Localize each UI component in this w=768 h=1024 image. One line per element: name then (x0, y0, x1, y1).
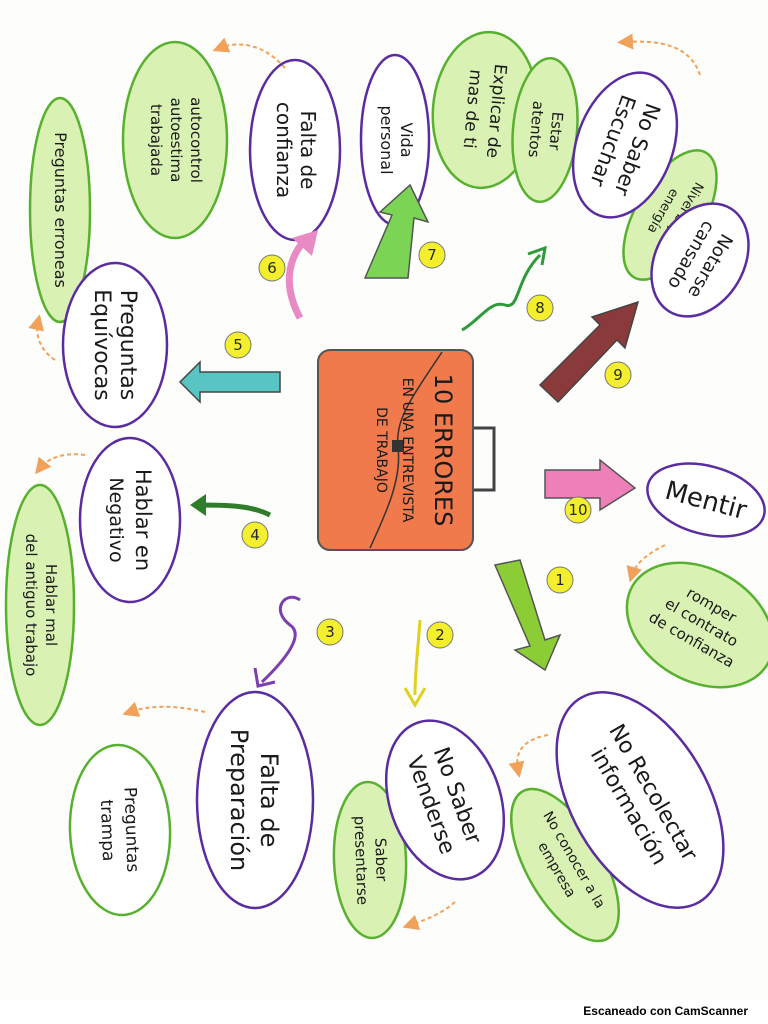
error-cloud-preguntas-equivocas: Preguntas Equívocas (63, 263, 167, 427)
detail-trampa-line-1: Preguntas (120, 787, 143, 873)
scanner-watermark: Escaneado con CamScanner (583, 1004, 748, 1018)
error-cloud-falta-preparacion: Falta de Preparación (197, 692, 313, 908)
error-confianza-line-2: confianza (272, 102, 296, 198)
branch-arrow-2 (405, 620, 425, 705)
central-briefcase: 10 ERRORES EN UNA ENTREVISTA DE TRABAJO (318, 350, 494, 550)
detail-cloud-preguntas-trampa: Preguntas trampa (67, 743, 173, 916)
error-equivocas-line-2: Equívocas (89, 289, 114, 400)
detail-autocontrol-line-1: autocontrol (187, 97, 205, 183)
detail-autocontrol-line-3: trabajada (147, 104, 165, 176)
error-vida-line-1: Vida (397, 123, 416, 158)
number-badge-label: 7 (427, 246, 437, 264)
number-badge-label: 9 (613, 366, 623, 384)
branch-arrow-3 (255, 597, 300, 686)
error-preparacion-line-1: Falta de (255, 753, 283, 848)
number-badge-6: 6 (259, 255, 285, 281)
central-title-line-2: EN UNA ENTREVISTA (399, 378, 415, 523)
number-badge-1: 1 (547, 567, 573, 593)
number-badge-9: 9 (605, 362, 631, 388)
detail-erroneas-line-1: Preguntas erroneas (51, 132, 70, 288)
error-confianza-line-1: Falta de (296, 111, 320, 190)
number-badge-5: 5 (225, 332, 251, 358)
central-title-line-1: 10 ERRORES (429, 374, 457, 527)
number-badge-label: 8 (535, 299, 545, 317)
number-badge-label: 3 (325, 623, 335, 641)
number-badge-label: 10 (568, 501, 587, 519)
detail-presentarse-line-2: presentarse (350, 815, 371, 905)
mind-map: 10 ERRORES EN UNA ENTREVISTA DE TRABAJO … (0, 0, 768, 1000)
detail-hablar-mal-line-1: Hablar mal (42, 564, 60, 646)
detail-hablar-mal-line-2: del antiguo trabajo (22, 534, 40, 677)
number-badge-3: 3 (317, 619, 343, 645)
branch-arrow-5 (180, 362, 280, 402)
branch-arrow-10 (545, 460, 635, 510)
number-badge-7: 7 (419, 242, 445, 268)
detail-cloud-romper-contrato: romper el contrato de confianza (604, 538, 768, 713)
detail-atentos-line-1: Estar (545, 111, 566, 152)
detail-cloud-autocontrol: autocontrol autoestima trabajada (123, 42, 227, 238)
branch-arrow-4 (190, 494, 270, 516)
error-negativo-line-1: Hablar en (131, 469, 155, 571)
error-cloud-mentir: Mentir (639, 452, 768, 549)
detail-trampa-line-2: trampa (96, 799, 118, 862)
central-title-line-3: DE TRABAJO (373, 407, 389, 493)
detail-cloud-hablar-mal: Hablar mal del antiguo trabajo (6, 485, 74, 725)
number-badge-4: 4 (242, 522, 268, 548)
number-badge-label: 1 (555, 571, 565, 589)
error-equivocas-line-1: Preguntas (115, 290, 140, 400)
branch-arrow-6 (289, 230, 318, 318)
error-cloud-hablar-negativo: Hablar en Negativo (80, 438, 180, 602)
detail-autocontrol-line-2: autoestima (167, 98, 185, 183)
number-badge-10: 10 (565, 497, 591, 523)
number-badge-2: 2 (427, 622, 453, 648)
number-badge-label: 6 (267, 259, 277, 277)
error-negativo-line-2: Negativo (105, 477, 127, 562)
number-badge-label: 4 (250, 526, 260, 544)
number-badge-label: 2 (435, 626, 445, 644)
error-preparacion-line-2: Preparación (225, 729, 253, 871)
error-cloud-falta-confianza: Falta de confianza (250, 60, 340, 240)
detail-presentarse-line-1: Saber (371, 837, 391, 882)
number-badge-label: 5 (233, 336, 243, 354)
error-vida-line-2: personal (377, 105, 396, 174)
number-badge-8: 8 (527, 295, 553, 321)
